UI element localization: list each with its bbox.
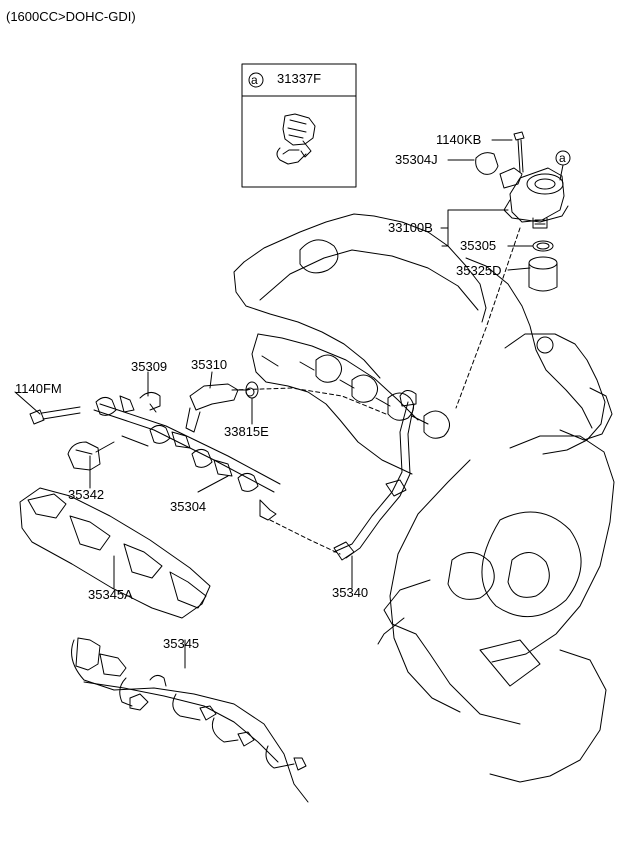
pump-leaders bbox=[440, 139, 534, 271]
oring-35305 bbox=[532, 240, 554, 252]
part-label-35304[interactable]: 35304 bbox=[170, 499, 207, 514]
connector-35342 bbox=[67, 441, 115, 471]
label-leaders bbox=[89, 371, 353, 669]
rail-cover-35345a bbox=[19, 487, 211, 619]
wiring-harness-35345 bbox=[71, 637, 309, 803]
bolt-1140kb bbox=[513, 131, 525, 173]
high-pressure-fuel-pump bbox=[499, 150, 571, 229]
sensor-connector-icon bbox=[276, 113, 316, 165]
part-label-35309[interactable]: 35309 bbox=[131, 359, 168, 374]
detail-part-31337f[interactable]: 31337F bbox=[277, 71, 322, 86]
pump-alignment-line bbox=[455, 227, 521, 409]
fuel-pipe-35340 bbox=[333, 390, 417, 561]
cap-35304j bbox=[475, 152, 499, 175]
detail-box-frame bbox=[241, 63, 357, 188]
part-label-1140fm[interactable]: 1140FM bbox=[15, 381, 62, 396]
lifter-35325d bbox=[528, 256, 558, 292]
fuel-rail-35304 bbox=[93, 395, 281, 521]
rail-alignment-line-1 bbox=[231, 387, 387, 415]
part-label-33815e[interactable]: 33815E bbox=[224, 424, 269, 439]
detail-marker-a: a bbox=[251, 73, 258, 87]
part-label-35342[interactable]: 35342 bbox=[68, 487, 105, 502]
part-label-35325d[interactable]: 35325D bbox=[456, 263, 502, 278]
part-label-35310[interactable]: 35310 bbox=[191, 357, 228, 372]
engine-block bbox=[233, 213, 615, 783]
clip-35309 bbox=[139, 392, 161, 413]
rail-alignment-line-2 bbox=[269, 519, 341, 555]
part-label-35345[interactable]: 35345 bbox=[163, 636, 200, 651]
part-label-35305[interactable]: 35305 bbox=[460, 238, 497, 253]
part-label-35340[interactable]: 35340 bbox=[332, 585, 369, 600]
pump-marker-a: a bbox=[559, 151, 566, 165]
part-label-1140kb[interactable]: 1140KB bbox=[436, 132, 482, 147]
engine-spec-header: (1600CC>DOHC-GDI) bbox=[6, 9, 136, 24]
bolt-1140fm bbox=[14, 391, 81, 425]
part-label-35345a[interactable]: 35345A bbox=[88, 587, 133, 602]
part-label-35304j[interactable]: 35304J bbox=[395, 152, 438, 167]
part-label-33100b[interactable]: 33100B bbox=[388, 220, 433, 235]
